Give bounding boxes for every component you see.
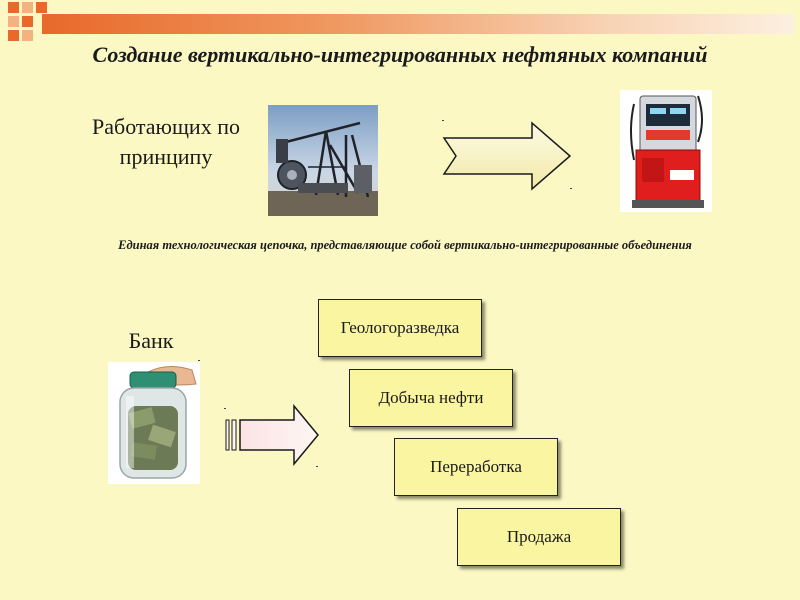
stage-sales: Продажа	[457, 508, 621, 566]
stage-refining: Переработка	[394, 438, 558, 496]
stage-label: Продажа	[506, 527, 572, 546]
corner-decoration-4	[8, 16, 19, 27]
corner-decoration-6	[8, 30, 19, 41]
corner-decoration-3	[36, 2, 47, 13]
fuel-dispenser-photo	[620, 90, 712, 212]
money-jar-photo	[108, 362, 200, 484]
striped-right-arrow	[225, 403, 319, 467]
stage-label: Добыча нефти	[378, 388, 484, 407]
corner-decoration-5	[22, 16, 33, 27]
corner-decoration-2	[22, 2, 33, 13]
chain-description: Единая технологическая цепочка, представ…	[118, 238, 692, 252]
stage-production: Добыча нефти	[349, 369, 513, 427]
corner-decoration-1	[8, 2, 19, 13]
slide-title: Создание вертикально-интегрированных неф…	[92, 42, 708, 67]
corner-decoration-7	[22, 30, 33, 41]
bank-label: Банк	[128, 328, 174, 353]
oil-pump-photo	[268, 105, 378, 216]
stage-label: Геологоразведка	[340, 318, 460, 337]
stray-mark	[570, 188, 572, 189]
stage-geology: Геологоразведка	[318, 299, 482, 357]
principle-label: Работающих по принципу	[92, 114, 240, 169]
stray-mark	[224, 408, 226, 409]
stage-label: Переработка	[430, 457, 522, 476]
right-arrow	[442, 121, 572, 191]
stray-mark	[316, 466, 318, 467]
stray-mark	[198, 360, 200, 361]
header-bar	[42, 14, 794, 34]
stray-mark	[442, 120, 444, 121]
